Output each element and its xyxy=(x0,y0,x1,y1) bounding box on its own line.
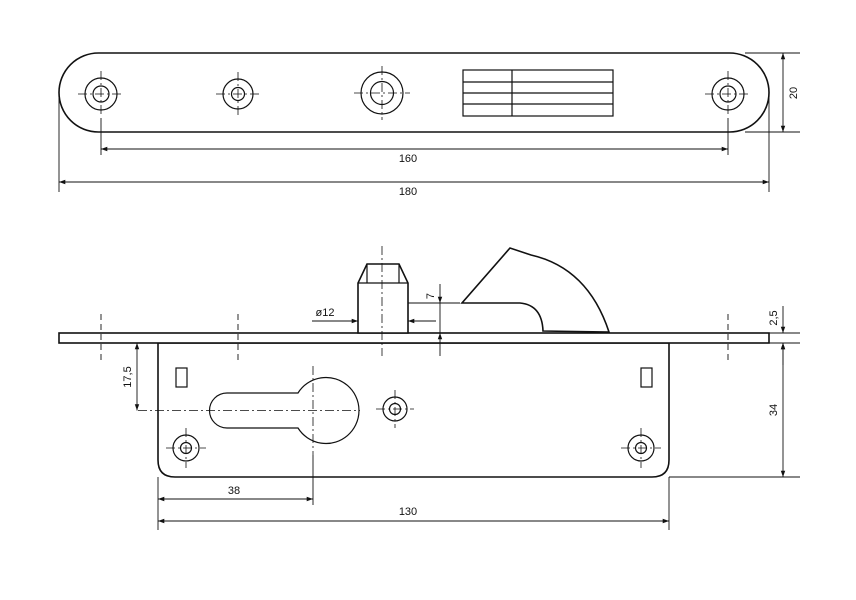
faceplate-hole-1 xyxy=(78,71,124,117)
dimension-20: 20 xyxy=(780,53,800,132)
dimension-17-5: 17,5 xyxy=(122,343,140,411)
faceplate-top-view: 160 180 20 xyxy=(58,52,800,198)
lock-case-outline xyxy=(157,342,670,478)
case-hole-center xyxy=(376,390,414,428)
faceplate-strip xyxy=(58,332,770,344)
dimension-34-label: 34 xyxy=(768,404,780,416)
dimension-34: 34 xyxy=(768,343,786,477)
faceplate-hole-4 xyxy=(705,71,751,117)
dimension-20-label: 20 xyxy=(788,87,800,99)
case-slot-right xyxy=(640,367,653,388)
dimension-7: 7 xyxy=(425,284,443,356)
dimension-180: 180 xyxy=(59,179,769,198)
round-bolt xyxy=(357,263,409,334)
dimension-7-label: 7 xyxy=(425,293,437,299)
case-slot-left xyxy=(175,367,188,388)
lock-side-view: ø12 7 2,5 34 17,5 38 xyxy=(58,246,800,530)
dimension-38: 38 xyxy=(158,485,313,502)
dimension-130: 130 xyxy=(158,506,669,524)
dimension-38-label: 38 xyxy=(228,485,240,497)
bolt-slot xyxy=(462,69,614,117)
dimension-180-label: 180 xyxy=(399,186,417,198)
faceplate-hole-2 xyxy=(216,72,260,116)
faceplate-hole-3 xyxy=(354,66,410,120)
dimension-17-5-label: 17,5 xyxy=(122,366,134,387)
dimension-130-label: 130 xyxy=(399,506,417,518)
dimension-2-5: 2,5 xyxy=(768,306,786,365)
case-hole-right xyxy=(621,428,661,468)
dimension-2-5-label: 2,5 xyxy=(768,310,780,325)
dimension-160-label: 160 xyxy=(399,153,417,165)
dimension-160: 160 xyxy=(101,146,728,165)
cylinder-cutout xyxy=(208,376,360,445)
dimension-bolt-diameter: ø12 xyxy=(312,307,436,324)
hook-bolt xyxy=(460,247,611,333)
faceplate-outline xyxy=(58,52,770,133)
case-hole-left xyxy=(166,428,206,468)
dimension-bolt-diameter-label: ø12 xyxy=(316,307,335,319)
